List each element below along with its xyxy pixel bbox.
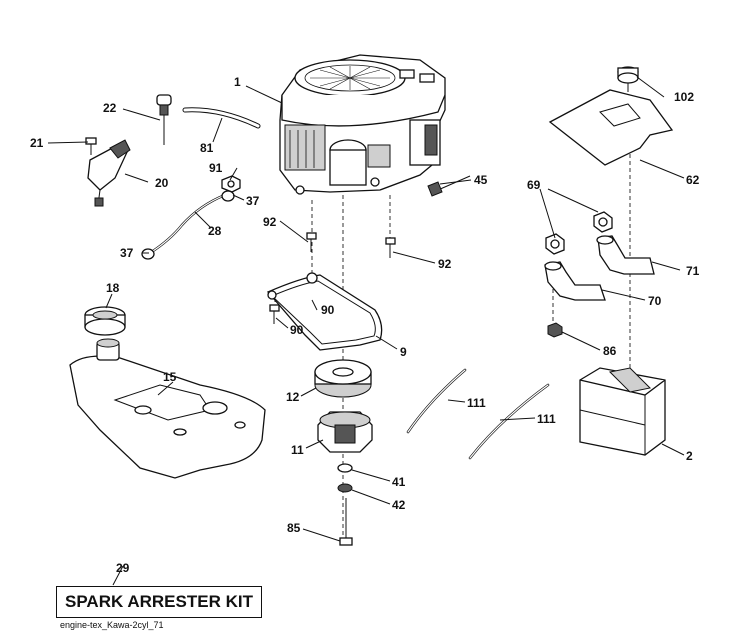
callout-41: 41 [392, 475, 406, 489]
washers [337, 463, 353, 493]
callout-11: 11 [291, 443, 304, 457]
callout-28: 28 [208, 224, 222, 238]
callout-91: 91 [209, 161, 223, 175]
choke-bracket [85, 137, 131, 207]
leader-lines [47, 76, 685, 586]
callout-42: 42 [392, 498, 406, 512]
callout-90-left: 90 [290, 323, 304, 337]
callout-29: 29 [116, 561, 130, 575]
diagram-code: engine-tex_Kawa-2cyl_71 [60, 620, 164, 630]
callout-37-upper: 37 [246, 194, 260, 208]
bolt-85 [339, 498, 353, 546]
callout-37-lower: 37 [120, 246, 134, 260]
fuel-tank [69, 338, 266, 479]
fuel-lines-111 [406, 368, 550, 460]
fuel-line [141, 190, 235, 260]
callout-labels: 1 81 22 21 20 91 37 28 37 92 92 45 102 6… [30, 75, 700, 575]
callout-86: 86 [603, 344, 617, 358]
fuel-cap [84, 306, 126, 336]
callout-111-left: 111 [467, 396, 486, 410]
pulley-bracket [266, 272, 383, 351]
pto-clutch [317, 411, 373, 453]
callout-81: 81 [200, 141, 214, 155]
callout-45: 45 [474, 173, 488, 187]
callout-85: 85 [287, 521, 301, 535]
callout-1: 1 [234, 75, 241, 89]
nut-86 [547, 322, 563, 338]
muffler [579, 367, 666, 456]
callout-9: 9 [400, 345, 407, 359]
pulley [314, 359, 372, 398]
dipstick [156, 94, 172, 145]
callout-20: 20 [155, 176, 169, 190]
callout-2: 2 [686, 449, 693, 463]
callout-69: 69 [527, 178, 541, 192]
ignition-wire [427, 175, 471, 197]
callout-22: 22 [103, 101, 117, 115]
callout-21: 21 [30, 136, 44, 150]
engine [279, 54, 446, 195]
breather-hose [182, 107, 261, 129]
nut-91 [221, 175, 241, 193]
callout-62: 62 [686, 173, 700, 187]
callout-15: 15 [163, 370, 177, 384]
callout-92-left: 92 [263, 215, 277, 229]
spark-arrester-kit-label: SPARK ARRESTER KIT [65, 592, 253, 611]
callout-92-right: 92 [438, 257, 452, 271]
knob-102 [617, 66, 639, 92]
callout-12: 12 [286, 390, 300, 404]
spark-arrester-kit-box: SPARK ARRESTER KIT [56, 586, 262, 618]
callout-90-right: 90 [321, 303, 335, 317]
callout-102: 102 [674, 90, 694, 104]
callout-70: 70 [648, 294, 662, 308]
exhaust-pipes [544, 211, 655, 301]
heat-shield [548, 89, 674, 166]
callout-111-right: 111 [537, 412, 556, 426]
callout-71: 71 [686, 264, 700, 278]
callout-18: 18 [106, 281, 120, 295]
